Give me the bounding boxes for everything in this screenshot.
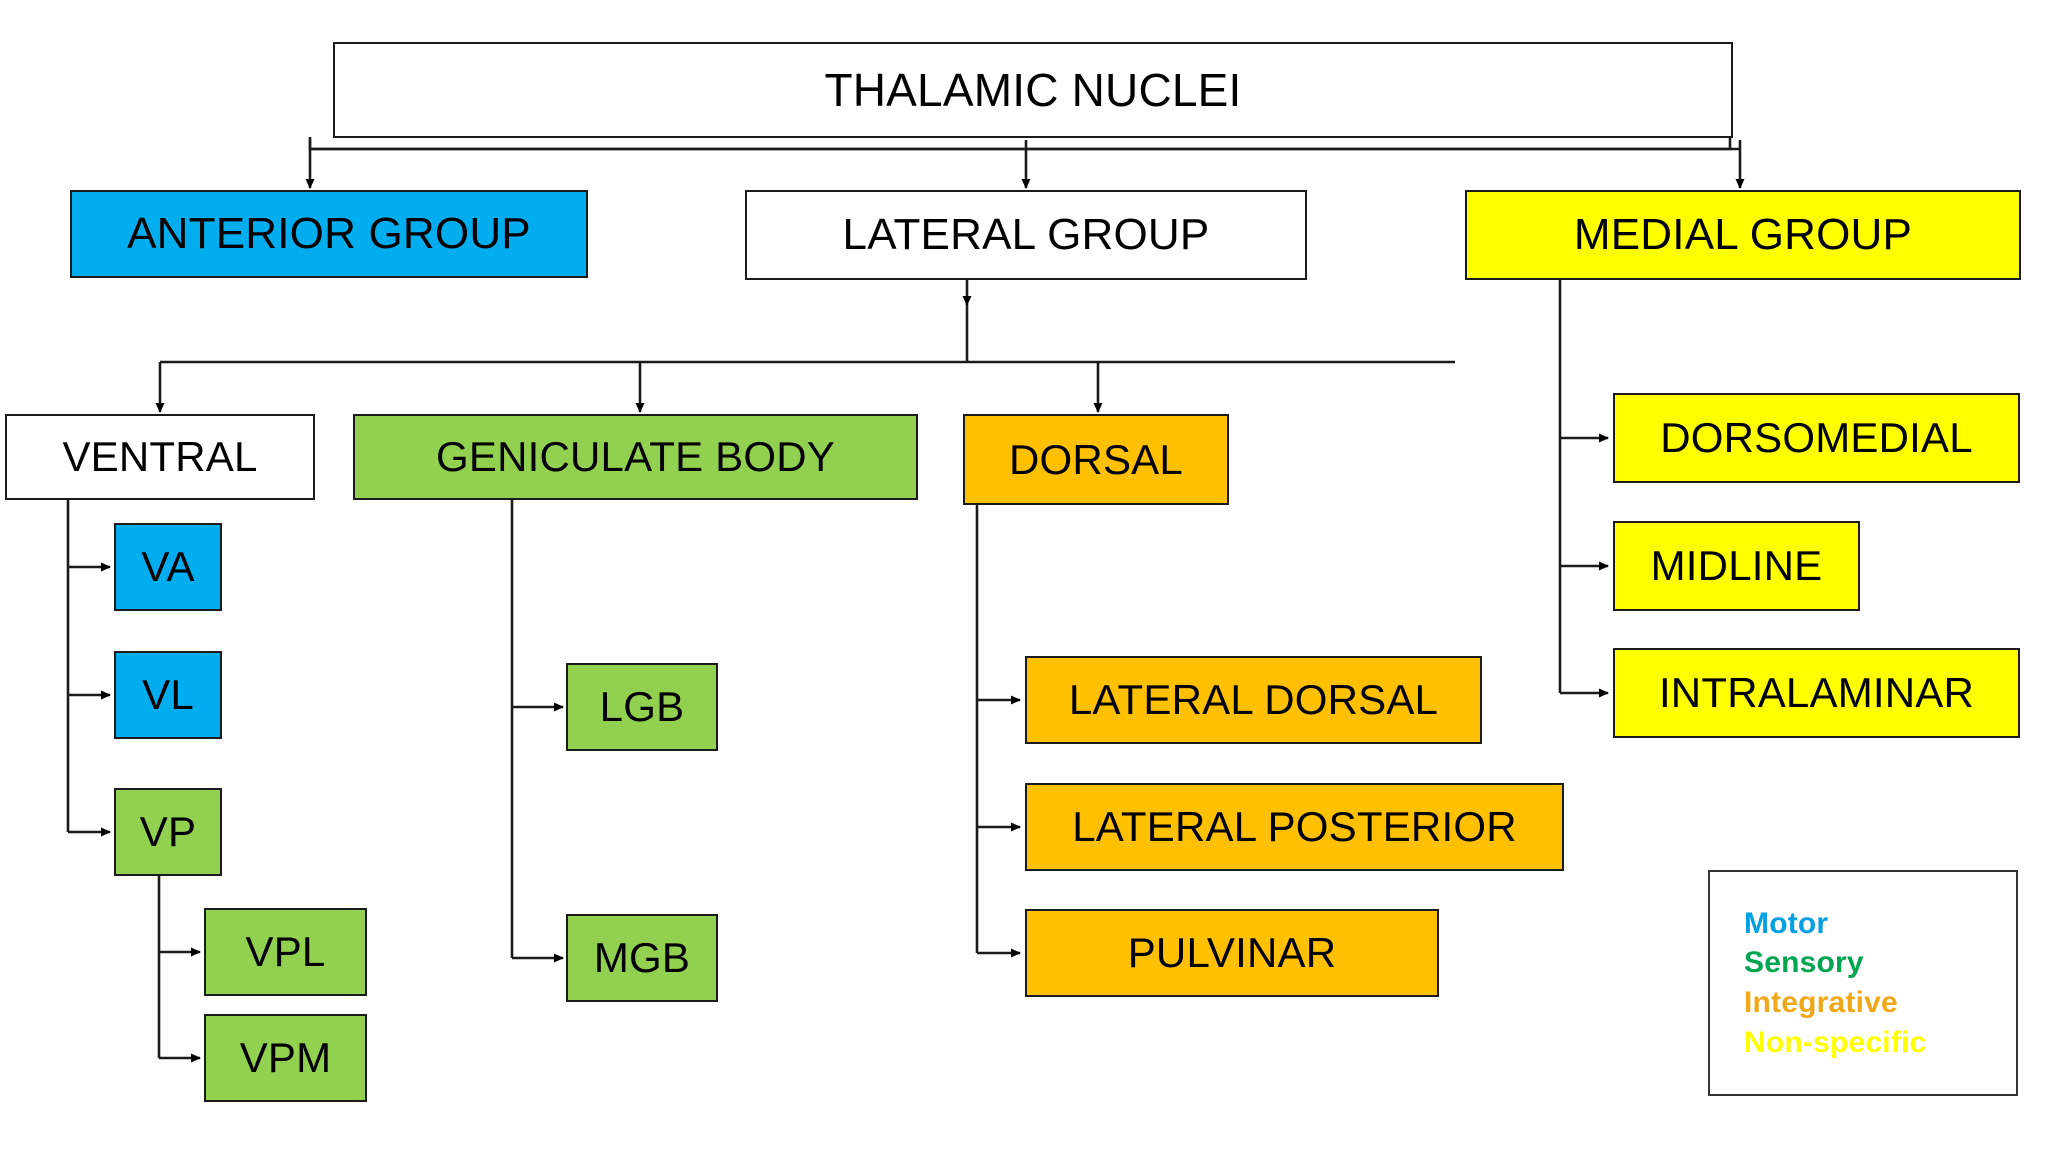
node-label: INTRALAMINAR: [1658, 669, 1975, 716]
legend-item-integrative: Integrative: [1744, 986, 1898, 1019]
node-label: DORSAL: [1009, 435, 1183, 483]
legend-item-sensory: Sensory: [1744, 946, 1864, 980]
node-lateral-posterior[interactable]: LATERAL POSTERIOR: [1025, 783, 1564, 871]
node-label: MEDIAL GROUP: [1573, 210, 1913, 259]
node-label: VPL: [245, 928, 326, 975]
legend-item-motor: Motor: [1744, 906, 1829, 940]
node-label: VP: [139, 808, 197, 855]
node-label: THALAMIC NUCLEI: [824, 64, 1242, 116]
node-midline[interactable]: MIDLINE: [1613, 521, 1860, 611]
node-label: VENTRAL: [62, 433, 258, 480]
node-dorsal[interactable]: DORSAL: [963, 414, 1229, 505]
node-label: PULVINAR: [1127, 929, 1337, 976]
node-label: VA: [141, 543, 195, 590]
node-va[interactable]: VA: [114, 523, 222, 611]
node-vpm[interactable]: VPM: [204, 1014, 367, 1102]
node-label: GENICULATE BODY: [436, 433, 835, 480]
node-label: MGB: [593, 934, 691, 981]
node-geniculate-body[interactable]: GENICULATE BODY: [353, 414, 918, 500]
node-label: LATERAL GROUP: [842, 210, 1210, 259]
node-label: VPM: [239, 1034, 332, 1081]
node-lateral-group[interactable]: LATERAL GROUP: [745, 190, 1307, 280]
node-label: ANTERIOR GROUP: [127, 209, 531, 258]
node-dorsomedial[interactable]: DORSOMEDIAL: [1613, 393, 2020, 483]
legend-box: Motor Sensory Integrative Non-specific: [1708, 870, 2018, 1096]
node-label: LGB: [599, 683, 685, 730]
node-lateral-dorsal[interactable]: LATERAL DORSAL: [1025, 656, 1482, 744]
node-label: MIDLINE: [1650, 542, 1823, 589]
node-lgb[interactable]: LGB: [566, 663, 718, 751]
node-thalamic-nuclei[interactable]: THALAMIC NUCLEI: [333, 42, 1733, 138]
node-vl[interactable]: VL: [114, 651, 222, 739]
node-pulvinar[interactable]: PULVINAR: [1025, 909, 1439, 997]
node-medial-group[interactable]: MEDIAL GROUP: [1465, 190, 2021, 280]
node-intralaminar[interactable]: INTRALAMINAR: [1613, 648, 2020, 738]
node-vpl[interactable]: VPL: [204, 908, 367, 996]
node-label: LATERAL POSTERIOR: [1072, 803, 1517, 850]
node-label: LATERAL DORSAL: [1068, 676, 1439, 723]
node-vp[interactable]: VP: [114, 788, 222, 876]
node-label: DORSOMEDIAL: [1660, 414, 1973, 461]
legend-item-non-specific: Non-specific: [1744, 1025, 1927, 1059]
node-anterior-group[interactable]: ANTERIOR GROUP: [70, 190, 588, 278]
node-ventral[interactable]: VENTRAL: [5, 414, 315, 500]
node-mgb[interactable]: MGB: [566, 914, 718, 1002]
node-label: VL: [142, 671, 194, 718]
